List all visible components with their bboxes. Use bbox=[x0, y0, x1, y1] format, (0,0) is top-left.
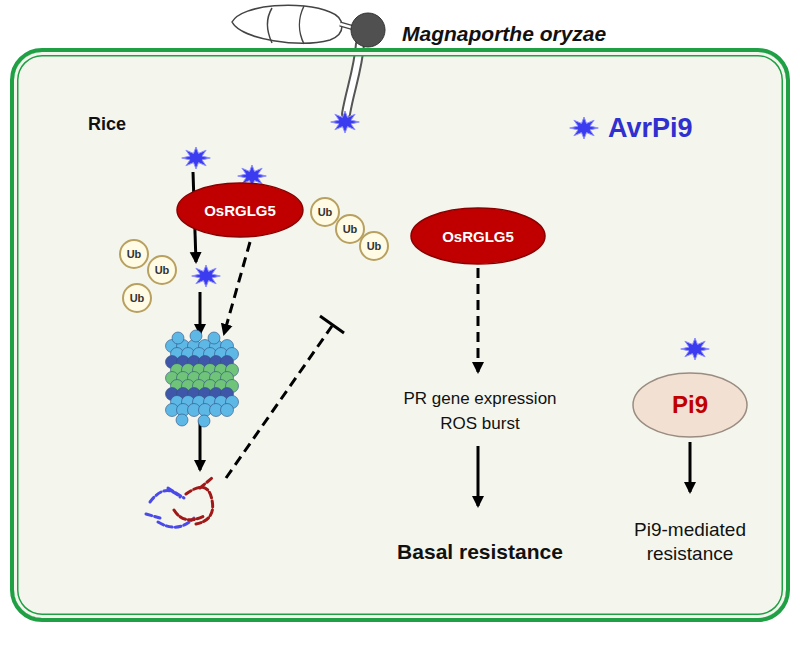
ubiquitin-label: Ub bbox=[318, 206, 333, 218]
avrpi9-star bbox=[681, 338, 710, 360]
arrow bbox=[477, 446, 480, 506]
inhibition-line bbox=[226, 326, 332, 478]
ubiquitin-label: Ub bbox=[343, 223, 358, 235]
proteasome-figure bbox=[166, 330, 239, 427]
cell-ground bbox=[12, 50, 788, 620]
arrow bbox=[199, 420, 202, 470]
avrpi9-star bbox=[331, 111, 360, 133]
legend-swatch bbox=[566, 113, 602, 143]
shape-fill bbox=[123, 284, 151, 312]
ubiquitin-circle: Ub bbox=[310, 197, 340, 227]
legend-entry: AvrPi9 bbox=[566, 108, 693, 148]
shape-fill bbox=[336, 215, 364, 243]
shape-fill bbox=[633, 373, 747, 437]
arrow bbox=[199, 292, 202, 334]
ubiquitin-circle: Ub bbox=[122, 283, 152, 313]
dashed-arrow bbox=[477, 268, 480, 372]
ubiquitin-circle: Ub bbox=[119, 239, 149, 269]
ubiquitin-label: Ub bbox=[127, 248, 142, 260]
protein-ellipse: Pi9 bbox=[632, 372, 748, 438]
protein-ellipse: OsRGLG5 bbox=[176, 182, 304, 238]
shape-fill bbox=[177, 183, 303, 237]
ubiquitin-circle: Ub bbox=[147, 255, 177, 285]
region-title: Rice bbox=[88, 114, 126, 135]
proteasome-cap bbox=[176, 414, 188, 426]
shape-fill bbox=[411, 208, 545, 264]
shape-fill bbox=[120, 240, 148, 268]
arrow bbox=[689, 442, 692, 492]
protein-ellipse: OsRGLG5 bbox=[410, 207, 546, 265]
proteasome-cap bbox=[172, 332, 184, 344]
avrpi9-star bbox=[182, 147, 211, 169]
protein-name: OsRGLG5 bbox=[442, 228, 514, 245]
degraded-fragments bbox=[146, 478, 213, 527]
outcome-text: Pi9-mediated resistance bbox=[615, 518, 765, 566]
dashed-arrow bbox=[224, 242, 250, 334]
fungus-figure bbox=[232, 5, 385, 114]
protein-name: OsRGLG5 bbox=[204, 202, 276, 219]
legend-text: AvrPi9 bbox=[608, 113, 693, 144]
outcome-text: Basal resistance bbox=[397, 540, 563, 564]
proteasome-cap bbox=[190, 330, 202, 342]
organism-name: Magnaporthe oryzae bbox=[402, 22, 606, 46]
proteasome-cap bbox=[198, 415, 210, 427]
process-text: PR gene expression ROS burst bbox=[395, 386, 565, 436]
shape-fill bbox=[311, 198, 339, 226]
inhibition-bar bbox=[320, 316, 344, 333]
ubiquitin-label: Ub bbox=[155, 264, 170, 276]
shape-fill bbox=[360, 232, 388, 260]
ubiquitin-label: Ub bbox=[130, 292, 145, 304]
avrpi9-star bbox=[192, 265, 221, 287]
proteasome-subunit bbox=[221, 404, 234, 417]
shape-fill bbox=[148, 256, 176, 284]
proteasome-cap bbox=[208, 332, 220, 344]
ubiquitin-circle: Ub bbox=[359, 231, 389, 261]
ubiquitin-label: Ub bbox=[367, 240, 382, 252]
protein-name: Pi9 bbox=[672, 391, 708, 419]
